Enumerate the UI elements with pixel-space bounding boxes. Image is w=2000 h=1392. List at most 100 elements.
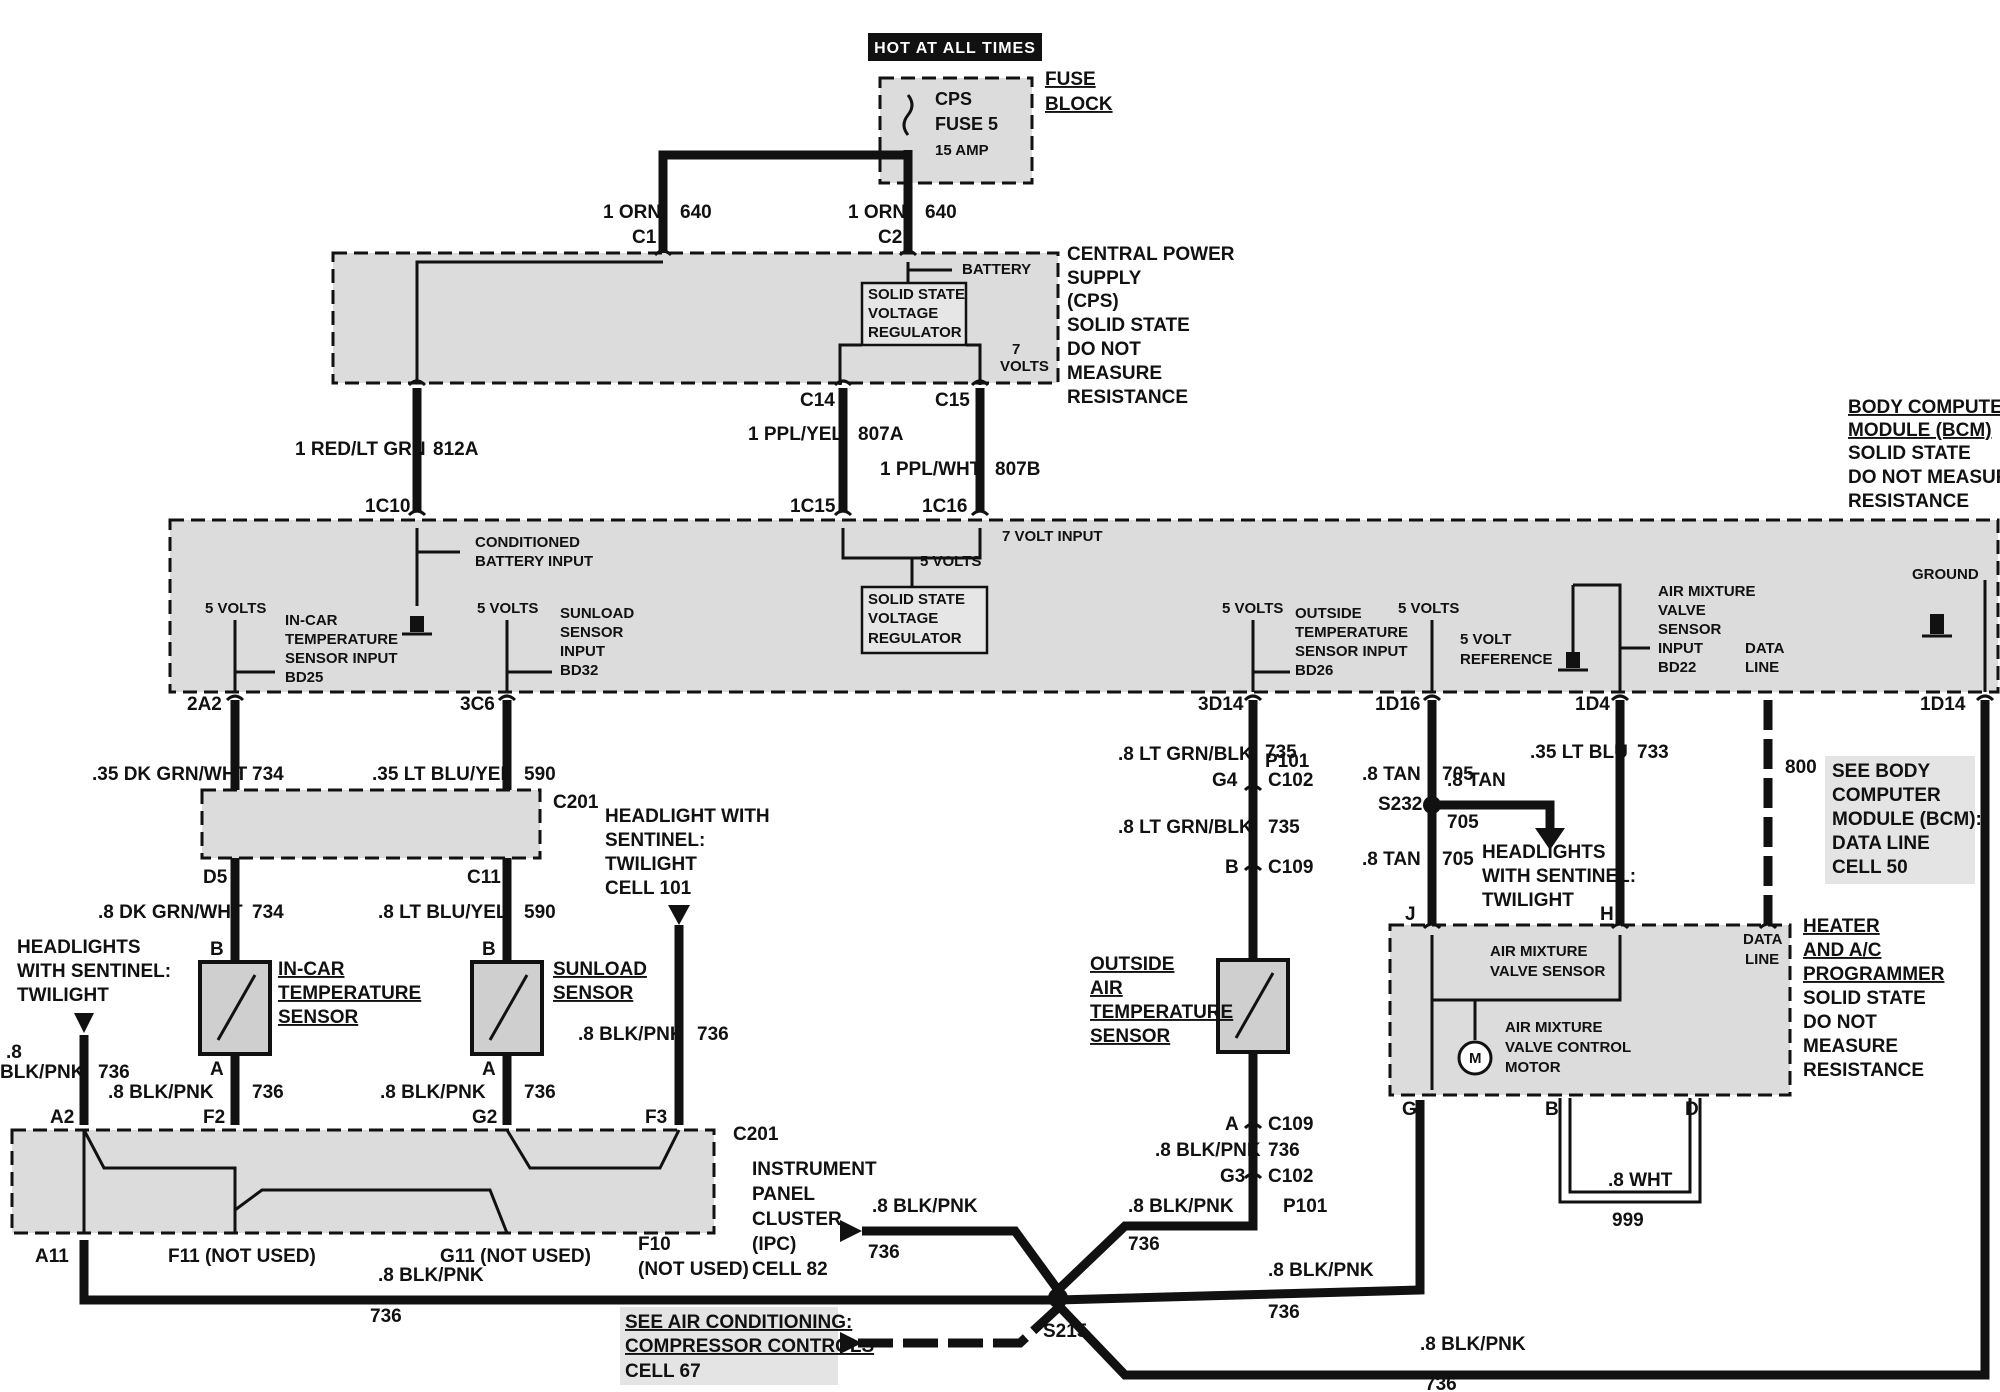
svg-text:BD22: BD22: [1658, 659, 1696, 676]
svg-text:SOLID STATE: SOLID STATE: [868, 591, 965, 608]
svg-text:SENTINEL:: SENTINEL:: [605, 830, 705, 851]
svg-text:MODULE (BCM): MODULE (BCM): [1848, 420, 1992, 441]
svg-text:590: 590: [524, 764, 556, 785]
svg-text:LINE: LINE: [1745, 951, 1779, 968]
svg-text:.35 DK GRN/WHT: .35 DK GRN/WHT: [92, 764, 248, 785]
fuse-icon: [902, 94, 914, 136]
svg-text:5 VOLTS: 5 VOLTS: [205, 600, 266, 617]
svg-text:705: 705: [1442, 849, 1474, 870]
svg-text:736: 736: [252, 1082, 284, 1103]
svg-text:5 VOLTS: 5 VOLTS: [1398, 600, 1459, 617]
wire-736-programmer: [1057, 1100, 1425, 1305]
svg-text:807B: 807B: [995, 459, 1040, 480]
motor-icon: [1457, 1040, 1493, 1076]
svg-text:VALVE CONTROL: VALVE CONTROL: [1505, 1039, 1631, 1056]
splice-s215: [1048, 1288, 1068, 1308]
svg-text:REGULATOR: REGULATOR: [868, 630, 962, 647]
connector-markers: [225, 249, 1995, 1180]
svg-text:REGULATOR: REGULATOR: [868, 324, 962, 341]
svg-text:VALVE SENSOR: VALVE SENSOR: [1490, 963, 1605, 980]
svg-text:VALVE: VALVE: [1658, 602, 1706, 619]
svg-text:INSTRUMENT: INSTRUMENT: [752, 1159, 877, 1180]
svg-text:P101: P101: [1265, 751, 1310, 772]
svg-text:.8 DK GRN/WHT: .8 DK GRN/WHT: [98, 902, 243, 923]
svg-text:D5: D5: [203, 867, 228, 888]
svg-text:7: 7: [1012, 341, 1020, 358]
svg-text:AIR MIXTURE: AIR MIXTURE: [1490, 943, 1588, 960]
svg-text:A2: A2: [50, 1107, 74, 1128]
svg-text:807A: 807A: [858, 424, 904, 445]
svg-text:736: 736: [370, 1306, 402, 1327]
svg-text:CENTRAL POWER: CENTRAL POWER: [1067, 244, 1235, 265]
svg-text:BLK/PNK: BLK/PNK: [0, 1062, 85, 1083]
svg-text:.35 LT BLU: .35 LT BLU: [1530, 742, 1628, 763]
svg-text:.8 BLK/PNK: .8 BLK/PNK: [1128, 1196, 1234, 1217]
svg-text:PROGRAMMER: PROGRAMMER: [1803, 964, 1945, 985]
svg-text:5 VOLTS: 5 VOLTS: [1222, 600, 1283, 617]
svg-text:B: B: [1545, 1099, 1559, 1120]
svg-text:705: 705: [1442, 764, 1474, 785]
svg-text:.8 BLK/PNK: .8 BLK/PNK: [380, 1082, 486, 1103]
svg-text:1C16: 1C16: [922, 496, 967, 517]
svg-text:HEADLIGHTS: HEADLIGHTS: [1482, 842, 1606, 863]
svg-text:CONDITIONED: CONDITIONED: [475, 534, 580, 551]
svg-text:SENSOR: SENSOR: [560, 624, 624, 641]
svg-text:BLOCK: BLOCK: [1045, 94, 1113, 115]
svg-text:COMPRESSOR CONTROLS: COMPRESSOR CONTROLS: [625, 1336, 874, 1357]
svg-text:1C15: 1C15: [790, 496, 836, 517]
svg-text:CLUSTER: CLUSTER: [752, 1209, 842, 1230]
svg-text:C11: C11: [467, 867, 501, 888]
svg-text:(CPS): (CPS): [1067, 291, 1119, 312]
svg-text:735: 735: [1268, 817, 1300, 838]
svg-text:(NOT USED): (NOT USED): [638, 1259, 749, 1280]
svg-text:M: M: [1469, 1050, 1482, 1067]
svg-text:.8 BLK/PNK: .8 BLK/PNK: [1268, 1260, 1374, 1281]
svg-text:1 PPL/WHT: 1 PPL/WHT: [880, 459, 982, 480]
svg-text:IN-CAR: IN-CAR: [285, 612, 338, 629]
ground-icon: [1922, 614, 1952, 638]
sunload-sensor: SUNLOAD SENSOR: [470, 959, 647, 1056]
svg-text:HOT AT ALL TIMES: HOT AT ALL TIMES: [874, 40, 1036, 57]
wire-736-ipc: [862, 1226, 1062, 1293]
svg-text:DATA: DATA: [1743, 931, 1783, 948]
svg-text:.35 LT BLU/YEL: .35 LT BLU/YEL: [372, 764, 512, 785]
svg-text:IN-CAR: IN-CAR: [278, 959, 345, 980]
svg-text:.8 TAN: .8 TAN: [1362, 764, 1421, 785]
svg-text:DATA LINE: DATA LINE: [1832, 833, 1930, 854]
svg-text:REFERENCE: REFERENCE: [1460, 651, 1553, 668]
svg-text:736: 736: [1425, 1374, 1457, 1392]
svg-text:CELL 50: CELL 50: [1832, 857, 1908, 878]
svg-text:.8 LT GRN/BLK: .8 LT GRN/BLK: [1118, 817, 1253, 838]
svg-text:TEMPERATURE: TEMPERATURE: [1295, 624, 1408, 641]
svg-text:5 VOLT: 5 VOLT: [1460, 631, 1511, 648]
svg-text:SENSOR: SENSOR: [553, 983, 634, 1004]
svg-text:CELL 101: CELL 101: [605, 878, 692, 899]
svg-text:705: 705: [1447, 812, 1479, 833]
svg-text:H: H: [1600, 904, 1614, 925]
svg-text:VOLTAGE: VOLTAGE: [868, 610, 938, 627]
svg-text:S232: S232: [1378, 794, 1422, 815]
svg-text:.8 LT BLU/YEL: .8 LT BLU/YEL: [378, 902, 508, 923]
arrow-headlights: [1535, 828, 1565, 850]
svg-text:C109: C109: [1268, 857, 1313, 878]
svg-text:OUTSIDE: OUTSIDE: [1295, 605, 1362, 622]
svg-text:C2: C2: [878, 227, 902, 248]
svg-text:.8 TAN: .8 TAN: [1447, 770, 1506, 791]
svg-text:P101: P101: [1283, 1196, 1328, 1217]
svg-text:1 ORN: 1 ORN: [848, 202, 906, 223]
svg-text:G3: G3: [1220, 1166, 1245, 1187]
svg-text:MEASURE: MEASURE: [1067, 363, 1162, 384]
svg-text:SUNLOAD: SUNLOAD: [560, 605, 634, 622]
svg-text:C201: C201: [553, 792, 599, 813]
svg-text:3D14: 3D14: [1198, 694, 1244, 715]
wire-736-ground-left: [79, 1240, 1058, 1305]
svg-text:A: A: [210, 1059, 224, 1080]
connector-c201-lower: C201: [10, 1124, 779, 1235]
svg-text:AND A/C: AND A/C: [1803, 940, 1882, 961]
svg-text:A: A: [482, 1059, 496, 1080]
svg-text:5 VOLTS: 5 VOLTS: [920, 553, 981, 570]
svg-text:3C6: 3C6: [460, 694, 495, 715]
wire-705-branch: [1432, 800, 1555, 830]
svg-text:MEASURE: MEASURE: [1803, 1036, 1898, 1057]
svg-text:.8 BLK/PNK: .8 BLK/PNK: [578, 1024, 684, 1045]
